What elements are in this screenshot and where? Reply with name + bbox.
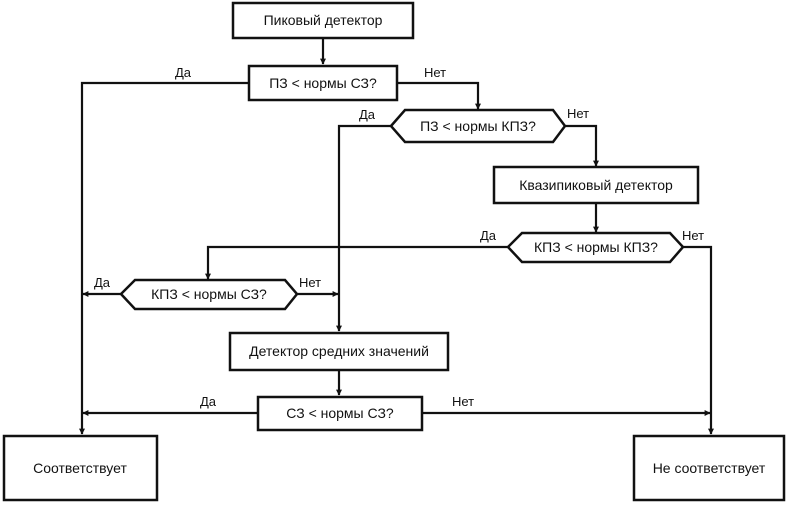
edge-label-no: Нет bbox=[299, 275, 321, 290]
node-decision-pz-kpz: ПЗ < нормы КПЗ? bbox=[389, 108, 567, 144]
node-label: ПЗ < нормы СЗ? bbox=[269, 75, 377, 91]
node-quasi-peak-detector: Квазипиковый детектор bbox=[492, 165, 700, 205]
edge-pz-sz-no-to-pz-kpz bbox=[397, 81, 481, 110]
node-label: КПЗ < нормы СЗ? bbox=[151, 286, 267, 302]
node-label: Соответствует bbox=[33, 460, 127, 476]
node-result-fail: Не соответствует bbox=[632, 434, 786, 502]
node-decision-kpz-kpz: КПЗ < нормы КПЗ? bbox=[506, 231, 685, 264]
edge-label-no: Нет bbox=[567, 106, 589, 121]
node-peak-detector: Пиковый детектор bbox=[231, 1, 415, 40]
node-label: КПЗ < нормы КПЗ? bbox=[534, 239, 658, 255]
edge-label-yes: Да bbox=[175, 65, 192, 80]
edge-label-yes: Да bbox=[480, 228, 497, 243]
edge-pz-sz-yes-to-pass bbox=[79, 81, 249, 435]
edge-label-no: Нет bbox=[682, 228, 704, 243]
edge-kpz-kpz-no-to-fail bbox=[683, 245, 714, 435]
node-label: ПЗ < нормы КПЗ? bbox=[420, 118, 536, 134]
node-label: Не соответствует bbox=[653, 460, 766, 476]
edge-label-yes: Да bbox=[200, 394, 217, 409]
node-label: Квазипиковый детектор bbox=[519, 177, 673, 193]
node-average-detector: Детектор средних значений bbox=[228, 331, 450, 372]
edge-label-no: Нет bbox=[424, 65, 446, 80]
node-label: Детектор средних значений bbox=[249, 343, 429, 359]
edge-pz-kpz-yes-to-avg bbox=[336, 124, 391, 332]
node-label: Пиковый детектор bbox=[264, 12, 383, 28]
edge-label-yes: Да bbox=[359, 107, 376, 122]
edge-kpz-kpz-yes-to-kpz-sz bbox=[205, 245, 508, 280]
node-label: СЗ < нормы СЗ? bbox=[286, 405, 394, 421]
node-decision-kpz-sz: КПЗ < нормы СЗ? bbox=[119, 278, 299, 311]
node-result-pass: Соответствует bbox=[2, 434, 159, 502]
edge-labels: Да Нет Да Нет Да Нет Да Нет Да Нет bbox=[94, 65, 704, 409]
edges bbox=[79, 38, 714, 435]
edge-label-no: Нет bbox=[452, 394, 474, 409]
node-decision-sz-sz: СЗ < нормы СЗ? bbox=[256, 395, 424, 432]
edge-label-yes: Да bbox=[94, 275, 111, 290]
edge-pz-kpz-no-to-qpeak bbox=[565, 124, 599, 167]
node-decision-pz-sz: ПЗ < нормы СЗ? bbox=[247, 64, 399, 102]
